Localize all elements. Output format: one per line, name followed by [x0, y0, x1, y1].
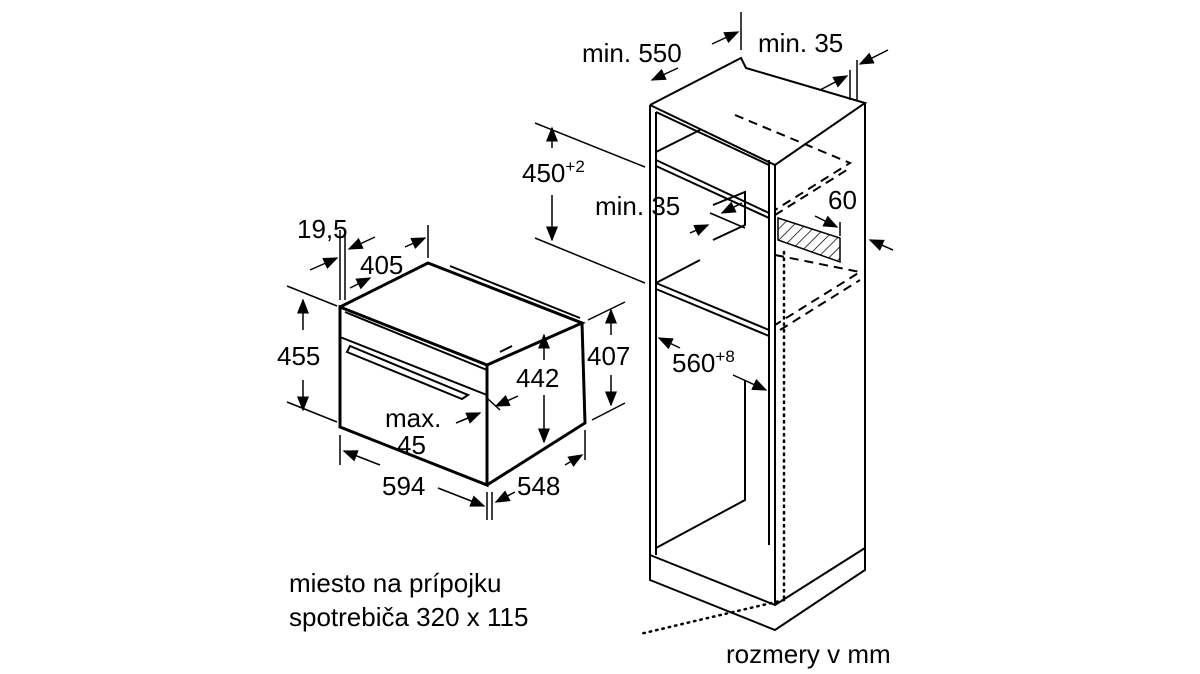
dim-opening-height-tolerance: +2: [565, 157, 585, 176]
dim-front-depth: 19,5: [297, 214, 348, 244]
dim-handle-value: 45: [397, 430, 426, 460]
dim-depth: 548: [517, 471, 561, 501]
cabinet-drawing: [638, 56, 868, 636]
dim-body-height: 442: [516, 363, 560, 393]
dim-opening-width-tolerance: +8: [715, 347, 735, 366]
dim-rear-gap: min. 35: [758, 28, 844, 58]
units-note: rozmery v mm: [726, 639, 891, 669]
dim-width: 594: [382, 471, 426, 501]
dim-shelf-gap: min. 35: [595, 191, 681, 221]
dim-vent: 60: [828, 185, 857, 215]
dim-opening-height: 450+2: [522, 157, 585, 188]
oven-drawing: [338, 261, 587, 488]
dim-total-height: 455: [277, 341, 321, 371]
dim-top-depth: 405: [360, 250, 404, 280]
connection-note-line2: spotrebiča 320 x 115: [289, 602, 529, 632]
dim-opening-width: 560+8: [672, 347, 735, 378]
dim-opening-width-value: 560: [672, 348, 716, 378]
oven-dimension-lines: [286, 225, 626, 520]
cabinet-dimension-lines: [534, 12, 894, 391]
dim-side-height: 407: [587, 341, 631, 371]
dim-opening-height-value: 450: [522, 158, 566, 188]
dim-handle-label: max.: [385, 403, 442, 433]
dim-cabinet-depth: min. 550: [582, 38, 682, 68]
connection-note-line1: miesto na prípojku: [289, 568, 502, 598]
